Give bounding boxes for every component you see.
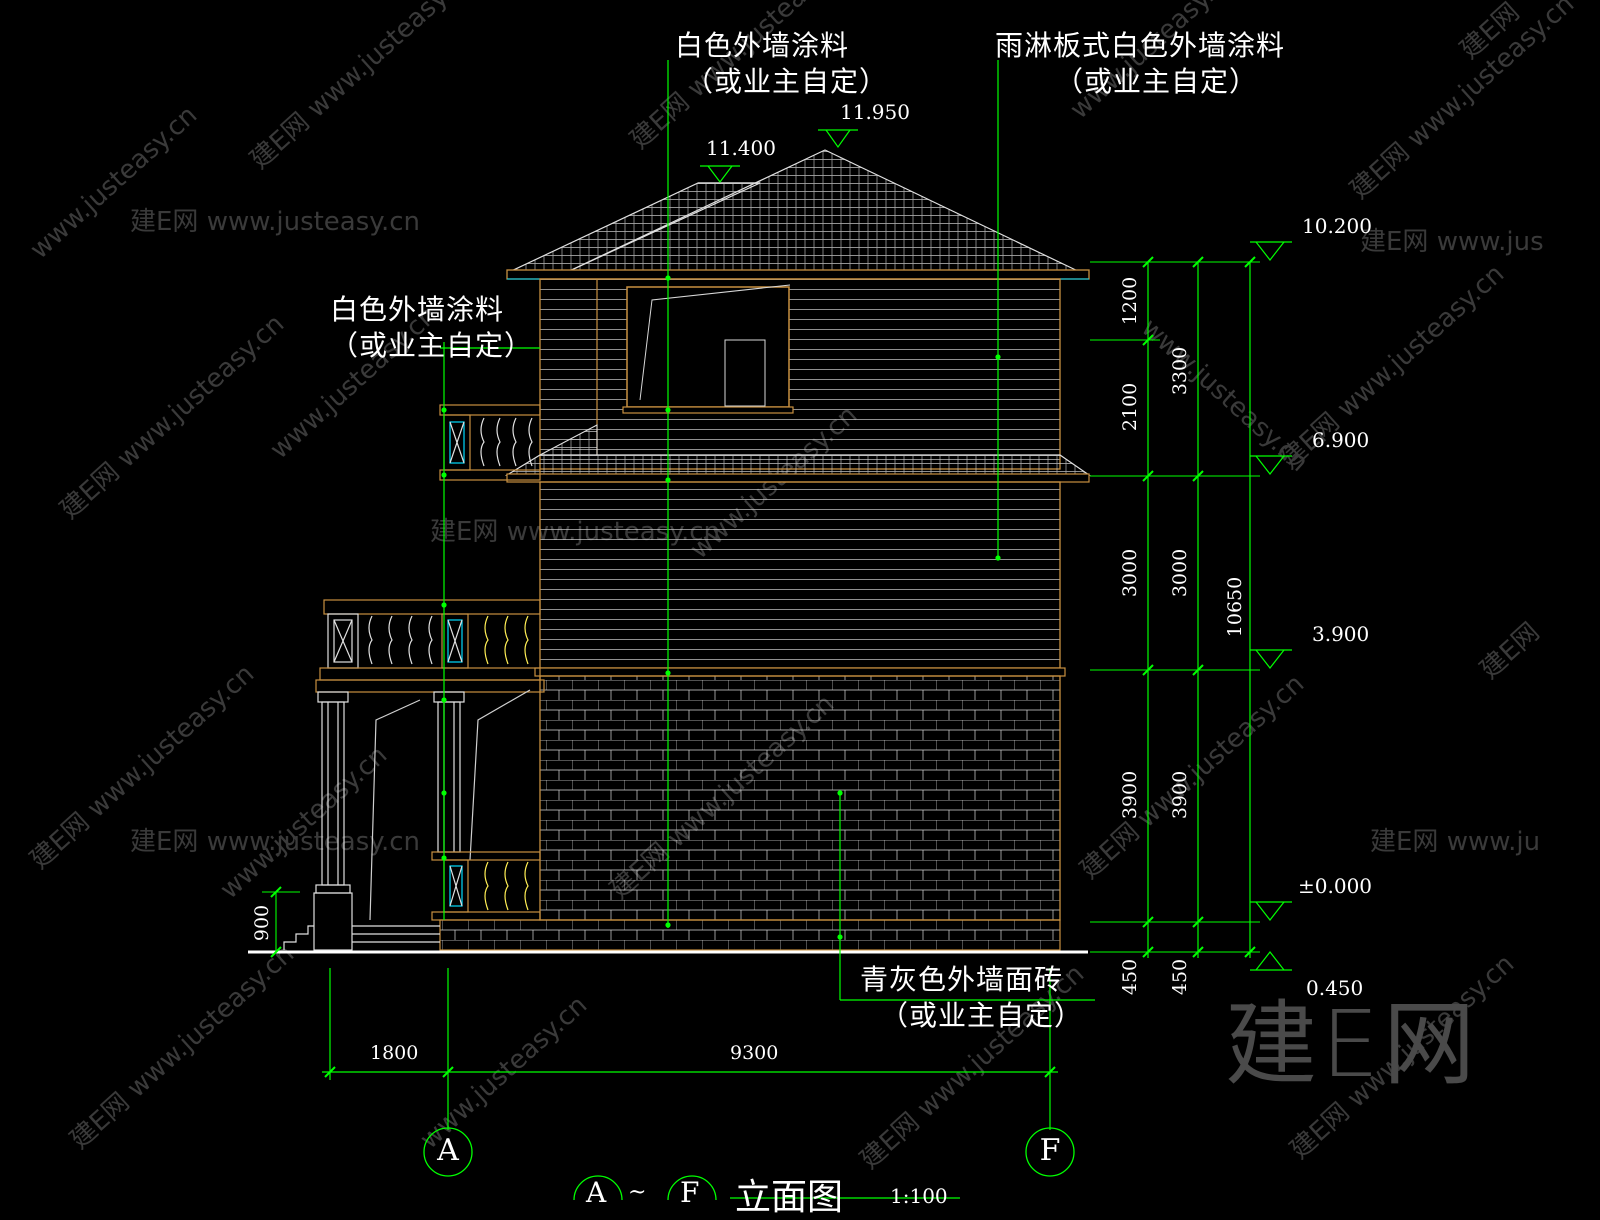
- svg-text:建E网 www.justeasy.cn: 建E网 www.justeasy.cn: [130, 207, 420, 237]
- axis-a-bubble: [423, 1127, 473, 1177]
- elev-ridge: 11.950: [840, 100, 910, 124]
- note-bottom-line1: 青灰色外墙面砖: [860, 963, 1064, 996]
- axis-bubbles: [423, 1127, 1075, 1200]
- mid-roof-skirt: [504, 424, 1091, 483]
- dim-inner-1200: 1200: [1119, 276, 1142, 326]
- title-axis-f-bubble: [667, 1175, 717, 1200]
- note-top-right-line1: 雨淋板式白色外墙涂料: [995, 29, 1286, 62]
- title-axis-a-bubble: [573, 1175, 623, 1200]
- dim-mid-450: 450: [1169, 958, 1192, 996]
- third-floor-wall: [539, 278, 1061, 470]
- dim-horizontal-9300: 9300: [730, 1042, 779, 1064]
- svg-text:建E网 www.ju: 建E网 www.ju: [1370, 827, 1540, 857]
- svg-text:建E网 www.jus: 建E网 www.jus: [1360, 227, 1544, 257]
- dim-horizontal-1800: 1800: [370, 1042, 419, 1064]
- dim-inner-450: 450: [1119, 958, 1142, 996]
- title-axis-a: A: [586, 1176, 607, 1209]
- svg-text:建E网 www.justeasy.cn: 建E网 www.justeasy.cn: [1275, 259, 1511, 475]
- title-separator: ~: [628, 1180, 647, 1205]
- vertical-dimension-chains: [1090, 256, 1260, 958]
- dim-inner-2100: 2100: [1119, 382, 1142, 432]
- dim-porch: 900: [251, 904, 274, 942]
- svg-text:建E网 www.justeasy.cn: 建E网 www.justeasy.cn: [1075, 669, 1311, 885]
- elev-floor3: 6.900: [1312, 428, 1370, 452]
- dim-mid-3900: 3900: [1169, 770, 1192, 820]
- title-axis-f: F: [680, 1176, 700, 1209]
- elev-roof: 10.200: [1302, 214, 1372, 238]
- note-mid-left-line1: 白色外墙涂料: [330, 293, 505, 326]
- porch-dimension: [262, 886, 300, 958]
- elev-ground: ±0.000: [1298, 874, 1373, 898]
- horizontal-dimension: [322, 968, 1058, 1130]
- svg-text:建E网: 建E网: [1475, 617, 1546, 685]
- first-floor-wall: [439, 675, 1061, 951]
- note-top-left: 白色外墙涂料 （或业主自定）: [675, 28, 888, 100]
- note-bottom-line2: （或业主自定）: [880, 999, 1084, 1032]
- dim-total: 10650: [1224, 576, 1247, 638]
- second-floor-wall: [534, 481, 1066, 677]
- drawing-title: 立面图: [735, 1177, 844, 1218]
- note-top-right: 雨淋板式白色外墙涂料 （或业主自定）: [995, 28, 1285, 100]
- leader-dots: [441, 275, 1001, 940]
- axis-f-label: F: [1039, 1133, 1061, 1168]
- dim-inner-3900: 3900: [1119, 770, 1142, 820]
- middle-balcony: [315, 599, 545, 693]
- svg-text:建E网 www.justeasy.cn: 建E网 www.justeasy.cn: [55, 309, 291, 525]
- svg-text:建E网 www.justeasy.cn: 建E网 www.justeasy.cn: [130, 827, 420, 857]
- note-top-right-line2: （或业主自定）: [1055, 65, 1259, 98]
- svg-text:www.justeasy.cn: www.justeasy.cn: [25, 100, 204, 265]
- svg-text:www.justeasy.cn: www.justeasy.cn: [215, 740, 394, 905]
- upper-balcony: [439, 404, 541, 481]
- note-mid-left-line2: （或业主自定）: [330, 329, 534, 362]
- svg-text:建E网 www.justeasy.cn: 建E网 www.justeasy.cn: [1345, 0, 1581, 205]
- axis-f-bubble: [1025, 1127, 1075, 1177]
- drawing-scale: 1:100: [890, 1184, 948, 1208]
- elev-floor2: 3.900: [1312, 622, 1370, 646]
- note-bottom: 青灰色外墙面砖 （或业主自定）: [860, 962, 1083, 1034]
- svg-text:www.justeasy.cn: www.justeasy.cn: [415, 990, 594, 1155]
- porch: [283, 689, 541, 951]
- note-top-left-line2: （或业主自定）: [685, 65, 889, 98]
- elev-grade: 0.450: [1306, 976, 1364, 1000]
- svg-text:建E网 www.justeasy.cn: 建E网 www.justeasy.cn: [65, 939, 301, 1155]
- leader-lines: [440, 60, 1095, 1001]
- note-top-left-line1: 白色外墙涂料: [675, 29, 850, 62]
- dim-mid-3300: 3300: [1169, 346, 1192, 396]
- axis-a-label: A: [437, 1133, 459, 1168]
- elev-eave-top: 11.400: [706, 136, 776, 160]
- elevation-markers: [700, 129, 1292, 971]
- roof: [506, 149, 1090, 280]
- watermark-logo: 建E网: [1225, 991, 1480, 1098]
- dim-inner-3000: 3000: [1119, 548, 1142, 598]
- note-mid-left: 白色外墙涂料 （或业主自定）: [330, 292, 533, 364]
- dim-mid-3000: 3000: [1169, 548, 1192, 598]
- svg-text:建E网 www.justeasy.cn: 建E网 www.justeasy.cn: [245, 0, 481, 175]
